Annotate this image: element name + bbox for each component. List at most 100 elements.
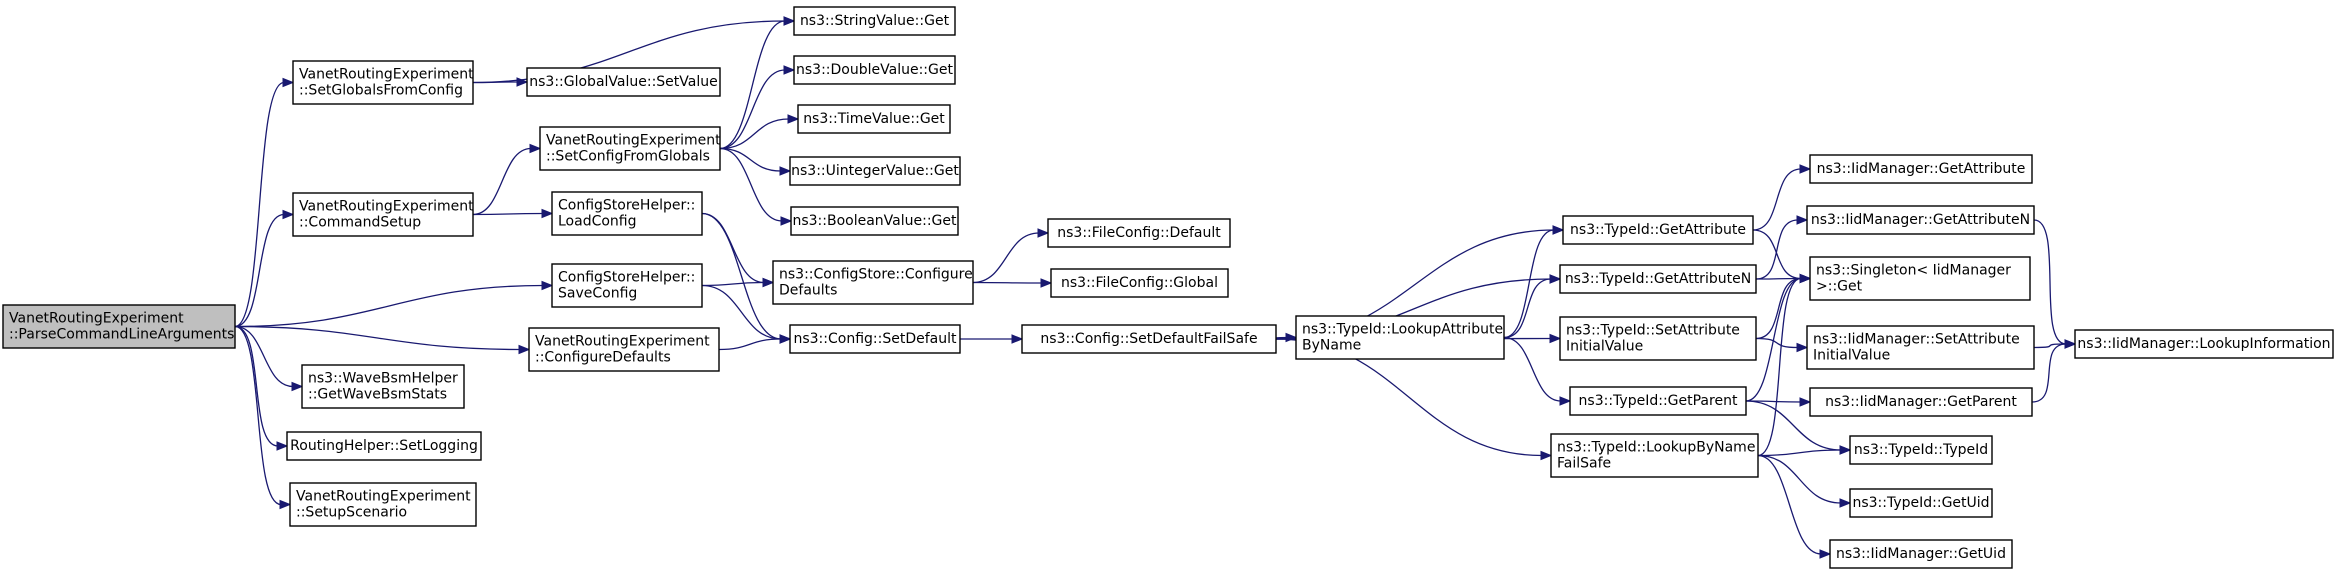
node-routinghelper-setlogging[interactable]: RoutingHelper::SetLogging (286, 431, 482, 461)
node-ns3-iidmanager-getuid[interactable]: ns3::IidManager::GetUid (1829, 539, 2013, 569)
node-label: ns3::WaveBsmHelper (308, 371, 458, 387)
node-box (793, 6, 956, 36)
node-label: FailSafe (1557, 456, 1611, 472)
edge-tid_getattrn-to-iid_getattrn (1755, 215, 1809, 280)
edge-root-to-cmdsetup (234, 209, 295, 328)
node-ns3-iidmanager-lookupinformation[interactable]: ns3::IidManager::LookupInformation (2074, 329, 2334, 359)
node-ns3-timevalue-get[interactable]: ns3::TimeValue::Get (797, 104, 951, 134)
arrowhead (1040, 278, 1053, 288)
arrowhead (529, 143, 542, 154)
node-label: VanetRoutingExperiment (299, 199, 474, 215)
edge-cs_configure-to-fc_default (972, 228, 1050, 284)
node-label: >::Get (1816, 279, 1863, 295)
edge-setcfgfromglobals-to-timeget (719, 114, 800, 150)
nodes: VanetRoutingExperiment::ParseCommandLine… (2, 6, 2334, 569)
node-label: ns3::IidManager::GetAttribute (1817, 161, 2026, 177)
node-box (1050, 268, 1229, 298)
node-label: ns3::TimeValue::Get (803, 111, 945, 127)
edge-tid_lookupattr-to-tid_getattr (1503, 225, 1565, 339)
node-ns3-wavebsmhelper-getwavebsmstats[interactable]: ns3::WaveBsmHelper::GetWaveBsmStats (301, 364, 465, 409)
node-ns3-config-setdefaultfailsafe[interactable]: ns3::Config::SetDefaultFailSafe (1021, 324, 1277, 354)
node-label: ByName (1302, 338, 1361, 354)
node-ns3-iidmanager-setattribute-initialvalue[interactable]: ns3::IidManager::SetAttributeInitialValu… (1806, 325, 2035, 370)
node-ns3-stringvalue-get[interactable]: ns3::StringValue::Get (793, 6, 956, 36)
node-box (551, 263, 703, 308)
node-label: RoutingHelper::SetLogging (290, 438, 478, 454)
edge-setcfgfromglobals-to-uintget (719, 147, 792, 176)
node-label: ::CommandSetup (299, 215, 421, 231)
node-vanetroutingexperiment-setconfigfromglobals[interactable]: VanetRoutingExperiment::SetConfigFromGlo… (539, 126, 721, 171)
node-box (301, 364, 465, 409)
edge-setglobals-to-gv_setvalue (472, 77, 529, 87)
node-box (1809, 387, 2033, 417)
node-box (1562, 215, 1754, 245)
node-ns3-iidmanager-getattributen[interactable]: ns3::IidManager::GetAttributeN (1806, 205, 2035, 235)
arrowhead (518, 344, 531, 355)
node-label: VanetRoutingExperiment (299, 67, 474, 83)
node-label: ns3::TypeId::GetUid (1852, 495, 1989, 511)
node-box (2074, 329, 2334, 359)
node-label: ::SetupScenario (296, 505, 407, 521)
edge-tid_lookupbyname-to-singleton (1757, 273, 1812, 457)
node-label: ns3::GlobalValue::SetValue (529, 74, 717, 90)
node-box (286, 431, 482, 461)
node-configstorehelper-saveconfig[interactable]: ConfigStoreHelper::SaveConfig (551, 263, 703, 308)
node-vanetroutingexperiment-parsecommandlinearguments[interactable]: VanetRoutingExperiment::ParseCommandLine… (2, 304, 236, 349)
node-box (2, 304, 236, 349)
arrowhead (1011, 334, 1024, 344)
node-ns3-doublevalue-get[interactable]: ns3::DoubleValue::Get (793, 55, 956, 85)
node-ns3-globalvalue-setvalue[interactable]: ns3::GlobalValue::SetValue (526, 67, 721, 97)
arrowhead (1799, 397, 1812, 407)
node-box (1849, 435, 1993, 465)
node-label: ConfigStoreHelper:: (558, 198, 695, 214)
node-ns3-typeid-typeid[interactable]: ns3::TypeId::TypeId (1849, 435, 1993, 465)
node-ns3-iidmanager-getparent[interactable]: ns3::IidManager::GetParent (1809, 387, 2033, 417)
node-label: ns3::IidManager::GetUid (1836, 546, 2006, 562)
arrowhead (1549, 274, 1562, 284)
node-label: ns3::ConfigStore::Configure (779, 267, 973, 283)
node-ns3-typeid-getattributen[interactable]: ns3::TypeId::GetAttributeN (1559, 264, 1757, 294)
arrowhead (1819, 549, 1832, 559)
node-ns3-booleanvalue-get[interactable]: ns3::BooleanValue::Get (790, 206, 959, 236)
node-ns3-typeid-getparent[interactable]: ns3::TypeId::GetParent (1569, 386, 1747, 416)
node-vanetroutingexperiment-commandsetup[interactable]: VanetRoutingExperiment::CommandSetup (292, 192, 474, 237)
node-label: ns3::IidManager::SetAttribute (1813, 332, 2020, 348)
edge-csh_save-to-cs_configure (701, 277, 775, 288)
node-ns3-fileconfig-default[interactable]: ns3::FileConfig::Default (1047, 218, 1231, 248)
node-box (292, 60, 474, 105)
node-label: ns3::IidManager::GetParent (1825, 394, 2017, 410)
node-box (789, 324, 961, 354)
arrowhead (1552, 225, 1565, 235)
edge-setcfgfromglobals-to-doubleget (719, 65, 796, 150)
arrowhead (1839, 445, 1852, 455)
node-label: ns3::IidManager::LookupInformation (2077, 336, 2330, 352)
node-ns3-uintegervalue-get[interactable]: ns3::UintegerValue::Get (789, 156, 961, 186)
node-box (526, 67, 721, 97)
node-vanetroutingexperiment-configuredefaults[interactable]: VanetRoutingExperiment::ConfigureDefault… (528, 327, 720, 372)
node-box (539, 126, 721, 171)
edge-root-to-setupscen (234, 325, 292, 510)
node-label: Defaults (779, 283, 837, 299)
arrowhead (780, 216, 793, 226)
arrowhead (291, 381, 304, 392)
node-ns3-iidmanager-getattribute[interactable]: ns3::IidManager::GetAttribute (1809, 154, 2033, 184)
node-label: InitialValue (1813, 348, 1890, 364)
edge-root-to-cfgdefaults (234, 325, 531, 355)
node-ns3-typeid-getattribute[interactable]: ns3::TypeId::GetAttribute (1562, 215, 1754, 245)
node-configstorehelper-loadconfig[interactable]: ConfigStoreHelper::LoadConfig (551, 191, 703, 236)
node-ns3-typeid-getuid[interactable]: ns3::TypeId::GetUid (1849, 488, 1993, 518)
arrowhead (762, 277, 775, 288)
edge-root-to-csh_save (234, 280, 554, 328)
node-ns3-singleton-iidmanager-get[interactable]: ns3::Singleton< IidManager >::Get (1809, 256, 2031, 301)
node-label: ns3::TypeId::GetAttributeN (1565, 271, 1751, 287)
node-ns3-fileconfig-global[interactable]: ns3::FileConfig::Global (1050, 268, 1229, 298)
node-label: ::SetConfigFromGlobals (546, 149, 710, 165)
node-ns3-config-setdefault[interactable]: ns3::Config::SetDefault (789, 324, 961, 354)
node-ns3-configstore-configure-defaults[interactable]: ns3::ConfigStore::ConfigureDefaults (772, 260, 974, 305)
arrowhead (282, 77, 295, 88)
node-vanetroutingexperiment-setglobalsfromconfig[interactable]: VanetRoutingExperiment::SetGlobalsFromCo… (292, 60, 474, 105)
node-vanetroutingexperiment-setupscenario[interactable]: VanetRoutingExperiment::SetupScenario (289, 482, 477, 527)
